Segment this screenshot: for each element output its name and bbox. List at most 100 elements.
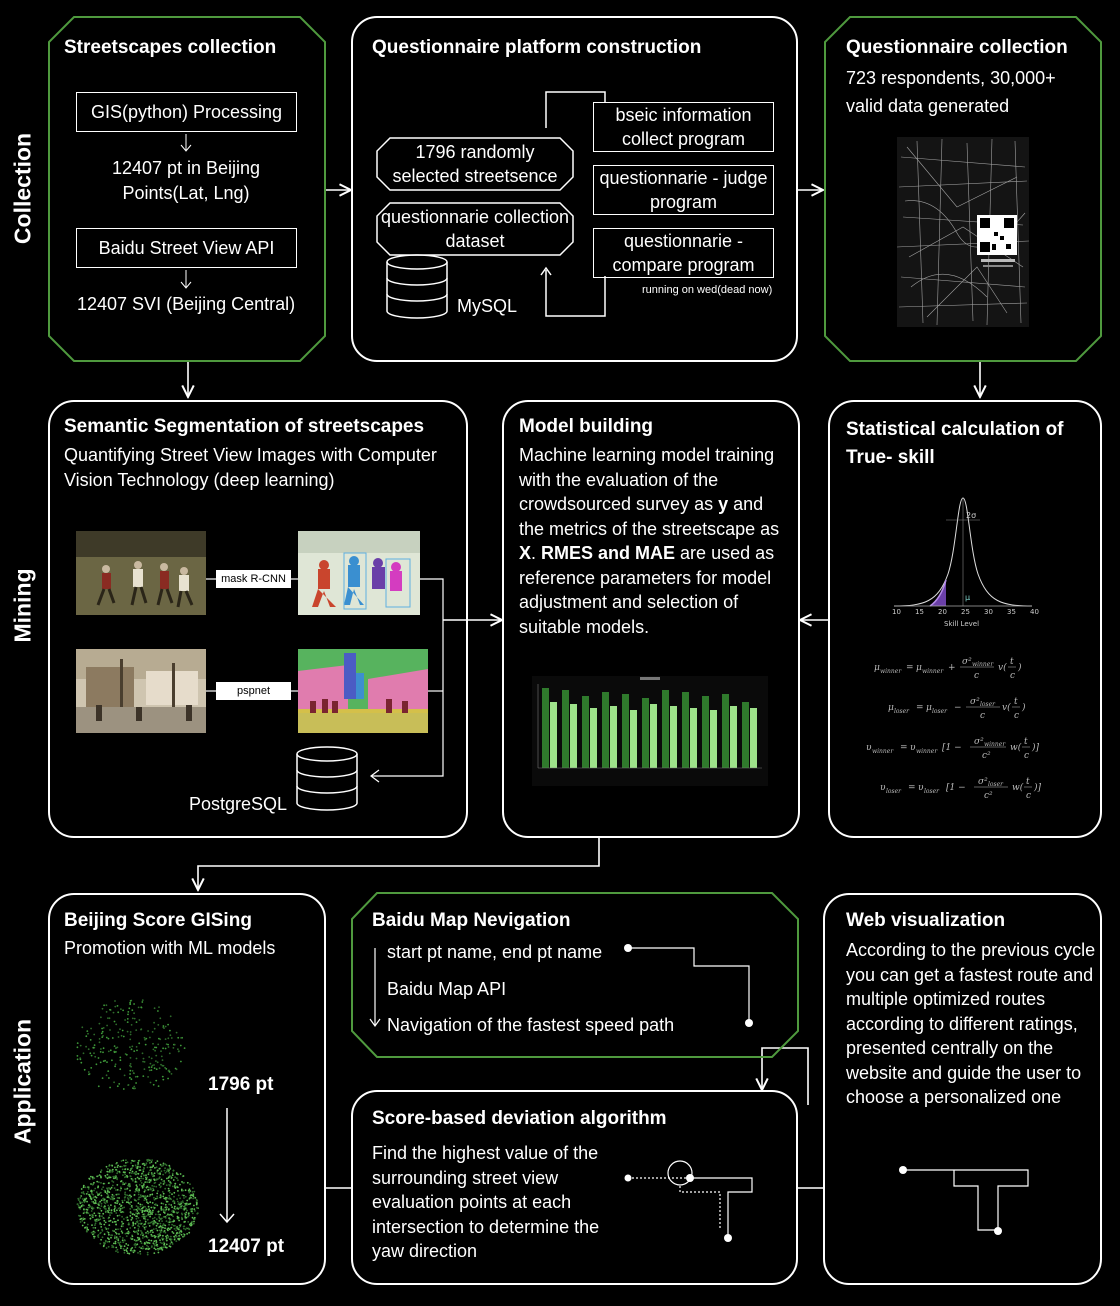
map-point — [182, 1175, 185, 1177]
decorative-bar — [610, 706, 617, 768]
map-point — [83, 1068, 86, 1071]
map-point — [166, 1177, 168, 1180]
map-point — [80, 1217, 83, 1220]
map-point — [192, 1187, 194, 1189]
map-point — [129, 1208, 132, 1210]
map-point — [166, 1234, 169, 1237]
map-point — [148, 1225, 151, 1227]
map-point — [187, 1212, 190, 1215]
map-point — [177, 1173, 179, 1176]
map-point — [99, 1207, 102, 1210]
map-point — [136, 1176, 139, 1179]
map-point — [156, 1171, 159, 1173]
map-point — [104, 1059, 106, 1062]
map-point — [133, 1003, 135, 1005]
map-point — [171, 1243, 174, 1245]
map-point — [173, 1043, 176, 1046]
map-point — [107, 1204, 110, 1207]
map-point — [172, 1215, 174, 1218]
map-point — [145, 1232, 147, 1234]
map-point — [165, 1205, 168, 1208]
map-point — [149, 1169, 151, 1172]
map-point — [156, 1222, 159, 1225]
skill-tick-label: 25 — [961, 608, 970, 616]
map-point — [151, 1210, 153, 1213]
map-point — [106, 1193, 109, 1196]
map-point — [153, 1222, 156, 1225]
map-point — [177, 1238, 179, 1240]
map-point — [90, 1067, 93, 1069]
map-point — [118, 1233, 120, 1235]
map-point — [86, 1211, 88, 1214]
map-point — [109, 1176, 112, 1179]
map-point — [128, 1252, 131, 1255]
map-point — [160, 1185, 162, 1188]
map-point — [128, 1171, 131, 1174]
map-point — [115, 1023, 118, 1026]
map-point — [169, 1213, 171, 1216]
map-point — [88, 1073, 90, 1076]
map-point — [147, 1248, 150, 1251]
map-point — [130, 1172, 133, 1174]
map-point — [143, 1061, 146, 1063]
map-point — [80, 1188, 83, 1190]
map-point — [148, 1171, 150, 1174]
map-point — [93, 1212, 96, 1215]
map-point — [179, 1237, 181, 1240]
map-point — [144, 1223, 147, 1225]
map-point — [113, 1045, 116, 1047]
map-point — [105, 1074, 108, 1077]
map-point — [165, 1197, 168, 1199]
map-point — [113, 1020, 116, 1023]
map-point — [185, 1227, 188, 1230]
map-point — [179, 1183, 181, 1186]
svg-text:μ: μ — [916, 663, 922, 673]
map-point — [111, 1193, 114, 1196]
map-point — [116, 1248, 119, 1251]
platform-title: Questionnaire platform construction — [372, 37, 702, 58]
map-point — [160, 1247, 163, 1250]
map-point — [91, 1192, 93, 1195]
map-point — [132, 1251, 135, 1254]
map-point — [146, 1218, 149, 1221]
map-point — [186, 1209, 188, 1212]
svg-text:w(: w( — [1010, 742, 1022, 753]
map-point — [105, 1176, 107, 1179]
map-point — [96, 1192, 99, 1195]
map-point — [124, 1232, 127, 1235]
map-point — [150, 1066, 153, 1068]
map-point — [137, 1202, 140, 1205]
map-point — [109, 1086, 111, 1089]
svg-text:winner: winner — [972, 661, 994, 668]
map-point — [178, 1228, 180, 1231]
map-point — [180, 1233, 183, 1236]
map-point — [158, 1006, 160, 1008]
map-point — [158, 1037, 160, 1040]
map-point — [120, 1008, 122, 1010]
map-point — [131, 1167, 133, 1169]
map-point — [83, 1221, 86, 1224]
map-point — [173, 1191, 176, 1194]
map-point — [118, 1193, 120, 1196]
map-point — [157, 1043, 160, 1046]
map-point — [146, 1251, 149, 1254]
svg-text:v(: v( — [1002, 702, 1011, 713]
map-point — [169, 1015, 172, 1018]
map-point — [170, 1037, 173, 1039]
map-point — [155, 1197, 157, 1200]
deviation-title: Score-based deviation algorithm — [372, 1108, 667, 1129]
map-point — [119, 1209, 121, 1212]
map-point — [125, 1161, 127, 1164]
map-point — [130, 1078, 133, 1081]
map-point — [89, 1217, 92, 1220]
gis-processing-box: GIS(python) Processing — [76, 92, 297, 132]
map-point — [190, 1223, 193, 1226]
map-point — [112, 1181, 115, 1183]
map-point — [98, 1181, 100, 1184]
map-point — [147, 1186, 150, 1189]
map-point — [92, 1178, 94, 1180]
map-point — [132, 1179, 134, 1182]
map-point — [158, 1229, 161, 1232]
map-point — [153, 1196, 155, 1199]
